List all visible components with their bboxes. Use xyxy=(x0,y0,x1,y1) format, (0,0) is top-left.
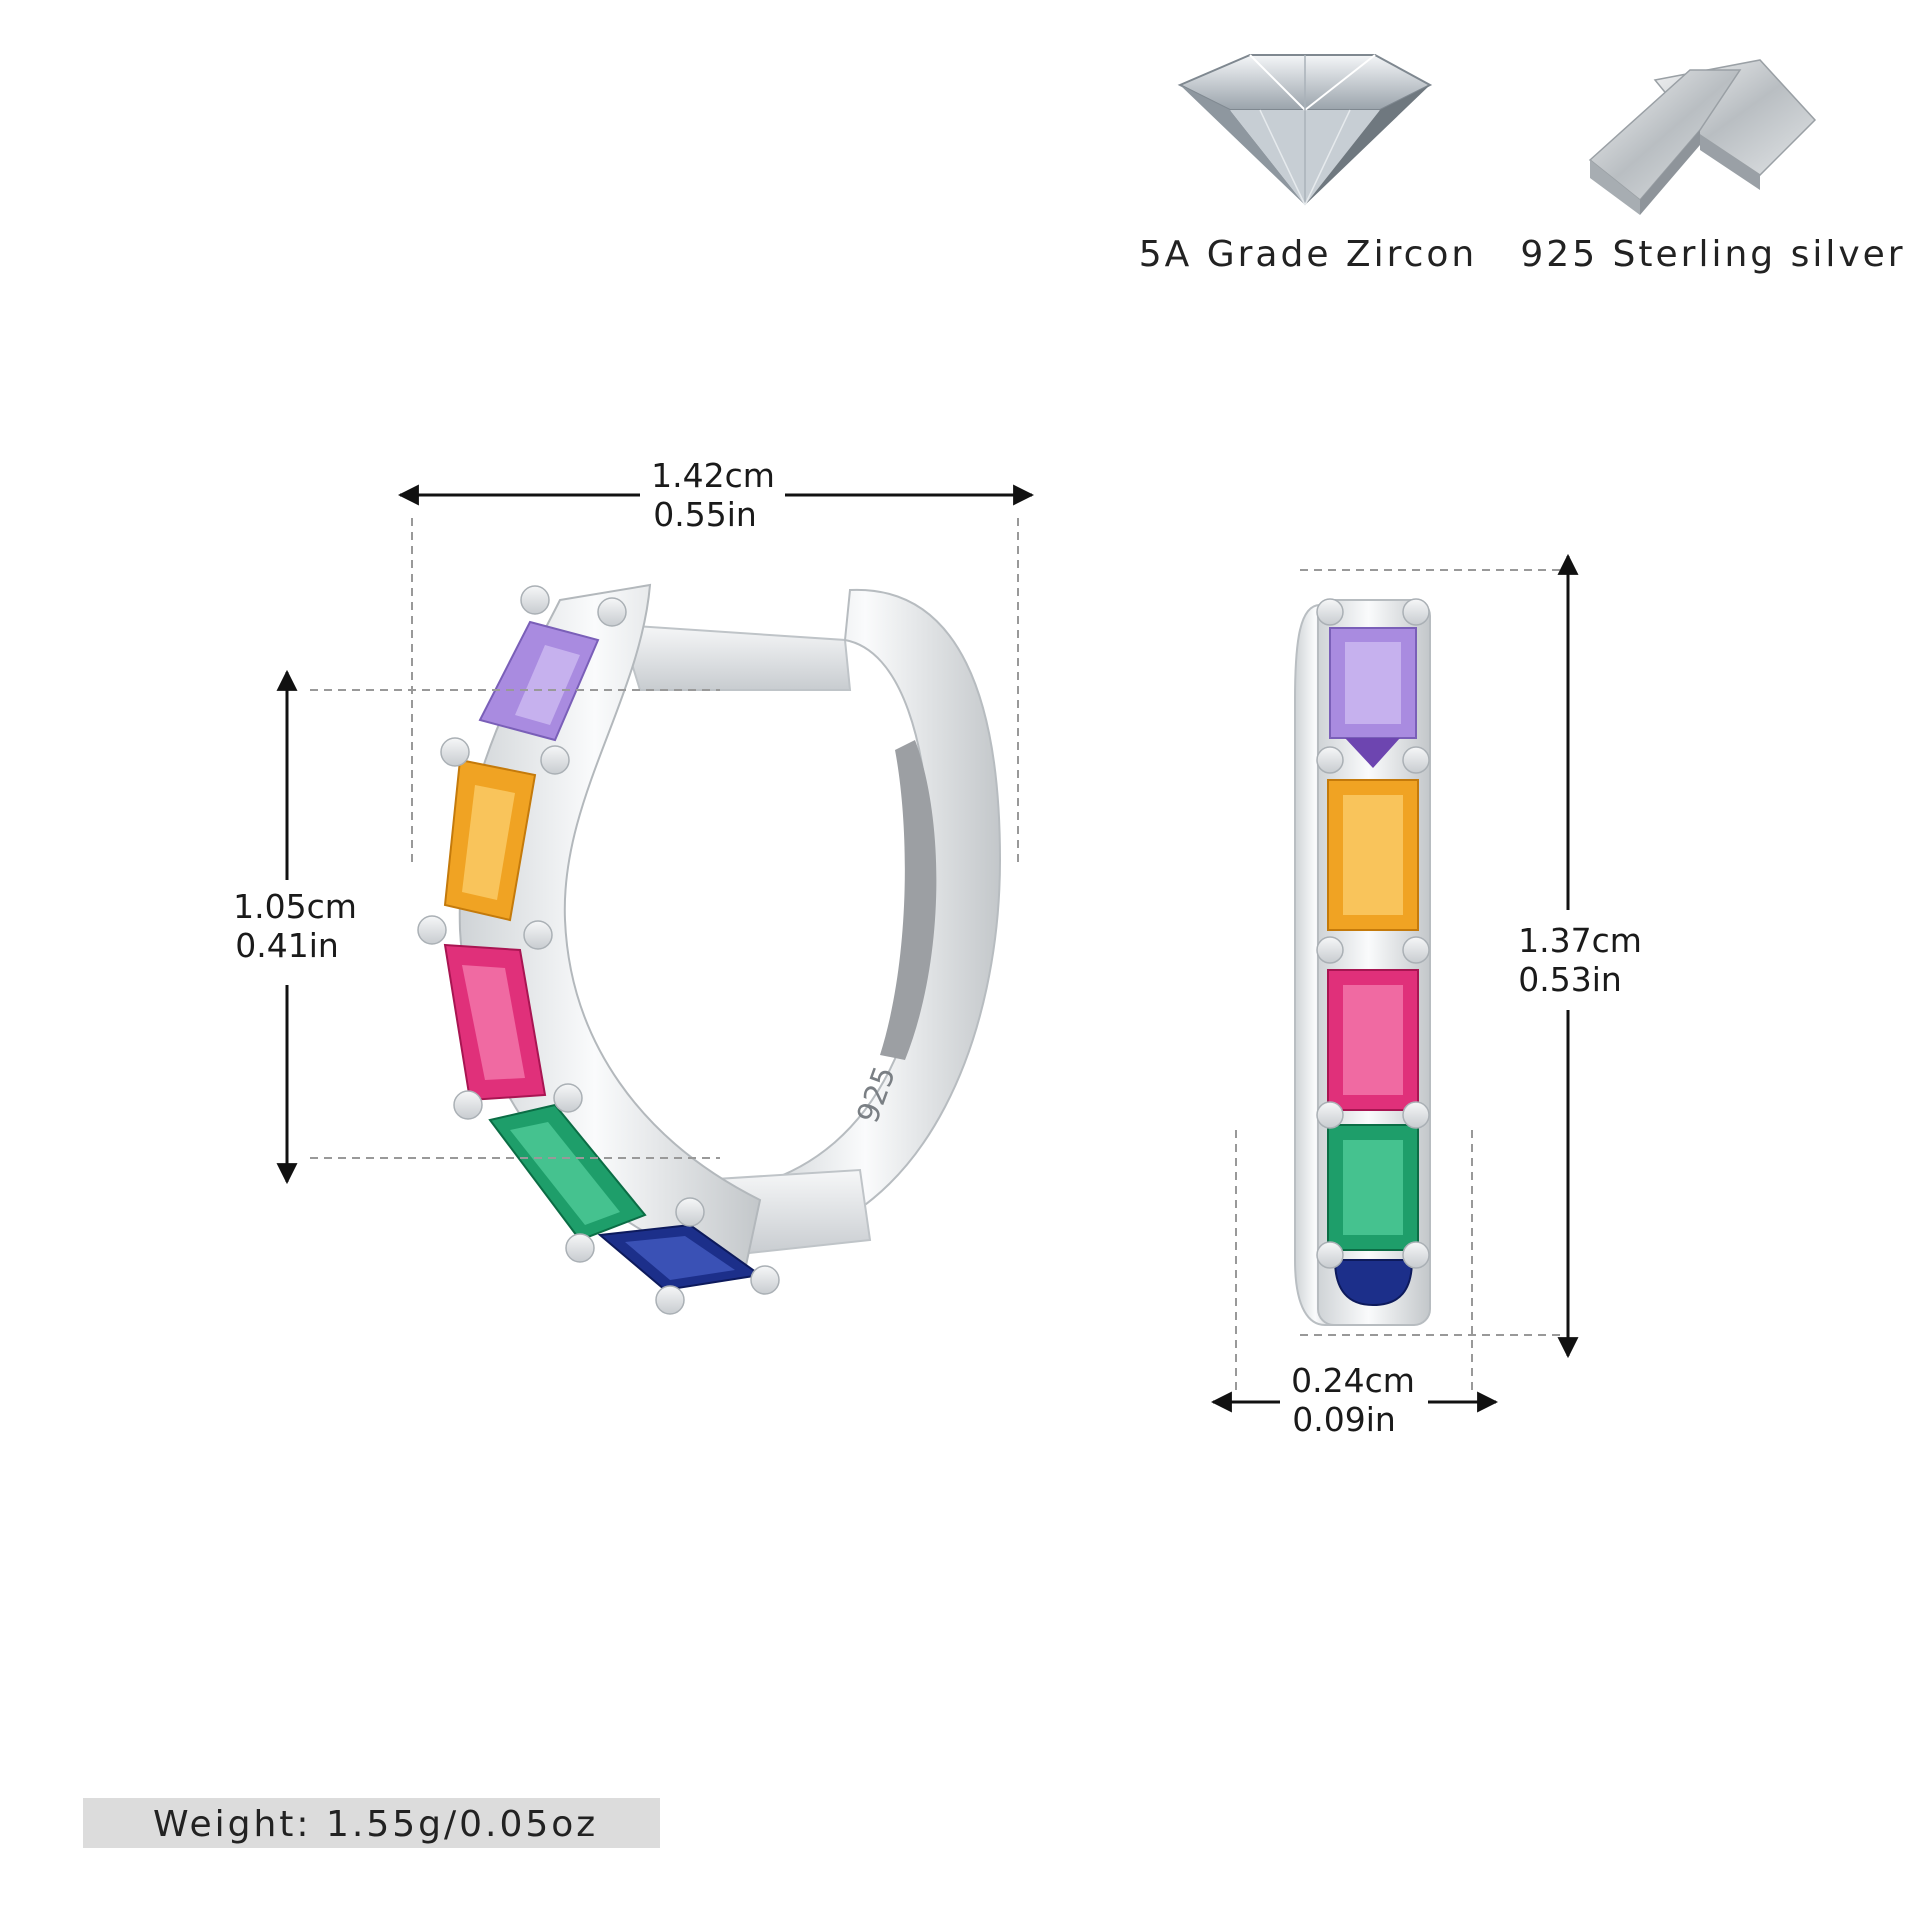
feature-zircon: 5A Grade Zircon xyxy=(1139,54,1477,275)
side-stone-emerald xyxy=(1327,1124,1419,1251)
dimension-side-width: 0.24cm 0.09in xyxy=(1210,1130,1499,1439)
earring-front-view: 925 xyxy=(417,583,1002,1315)
front-width-cm: 1.42cm xyxy=(651,456,775,495)
feature-silver: 925 Sterling silver xyxy=(1520,59,1905,275)
front-width-in: 0.55in xyxy=(653,495,757,534)
side-stone-ruby xyxy=(1327,969,1419,1111)
feature-label-zircon: 5A Grade Zircon xyxy=(1139,234,1477,275)
side-stone-citrine xyxy=(1327,779,1419,931)
stone-amethyst xyxy=(478,620,600,742)
feature-label-silver: 925 Sterling silver xyxy=(1520,234,1905,275)
side-stone-sapphire xyxy=(1333,1259,1414,1307)
zircon-diamond-icon xyxy=(1177,54,1433,206)
front-height-cm: 1.05cm xyxy=(233,887,357,926)
dimension-front-inner-height: 1.05cm 0.41in xyxy=(225,669,720,1185)
stone-emerald xyxy=(488,1103,647,1242)
side-height-in: 0.53in xyxy=(1518,960,1622,999)
dimension-front-width: 1.42cm 0.55in xyxy=(397,456,1035,868)
dimension-side-height: 1.37cm 0.53in xyxy=(1300,553,1642,1359)
weight-info: Weight: 1.55g/0.05oz xyxy=(83,1798,660,1848)
weight-bar xyxy=(83,1798,660,1848)
earring-side-view xyxy=(1294,598,1431,1326)
side-prongs xyxy=(1316,598,1430,1269)
side-width-in: 0.09in xyxy=(1292,1400,1396,1439)
side-height-cm: 1.37cm xyxy=(1518,921,1642,960)
weight-label: Weight: 1.55g/0.05oz xyxy=(153,1804,598,1845)
silver-bars-icon xyxy=(1588,59,1817,215)
side-width-cm: 0.24cm xyxy=(1291,1361,1415,1400)
front-height-in: 0.41in xyxy=(235,926,339,965)
side-stone-amethyst xyxy=(1329,627,1417,768)
stone-prongs xyxy=(417,585,780,1315)
stone-ruby xyxy=(443,943,547,1102)
stone-citrine xyxy=(443,758,537,922)
